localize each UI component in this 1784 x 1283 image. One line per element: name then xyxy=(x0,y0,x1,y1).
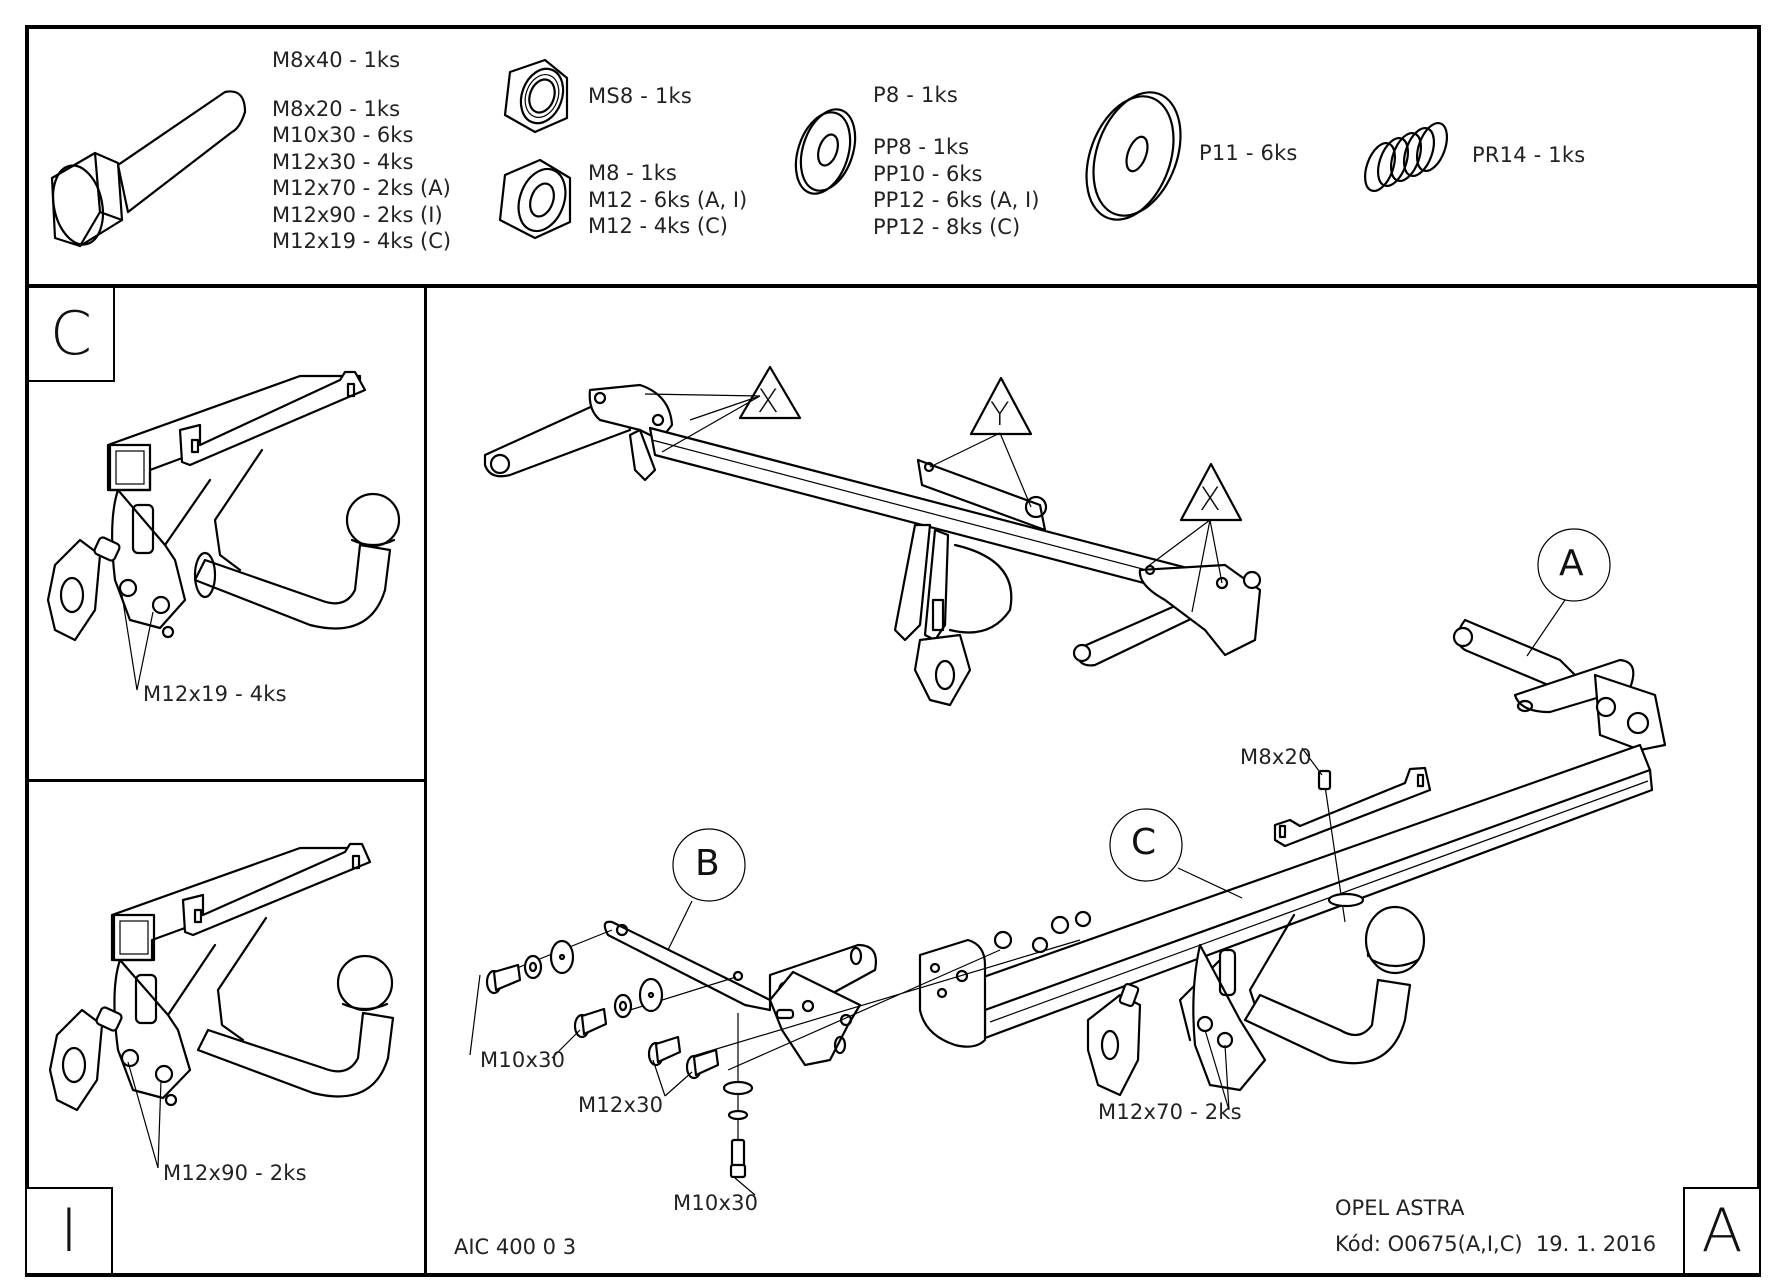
washer-list: PP8 - 1ks PP10 - 6ks PP12 - 6ks (A, I) P… xyxy=(873,134,1039,240)
view-i-label: I xyxy=(60,1196,78,1266)
callout-c-letter: C xyxy=(1131,822,1157,863)
m12x30-callout: M12x30 xyxy=(578,1093,664,1117)
view-c-drawing xyxy=(46,370,401,691)
bolt-item: M8x20 - 1ks xyxy=(272,96,401,121)
washer-item: PP10 - 6ks xyxy=(873,161,983,186)
view-i-label-box: I xyxy=(27,1187,113,1273)
m10x30-bottom-callout: M10x30 xyxy=(673,1191,759,1215)
drawing-number: AIC 400 0 3 xyxy=(454,1235,577,1259)
view-c-label-box: C xyxy=(27,286,115,382)
triangle-marker-x-left xyxy=(738,365,802,420)
tow-hitch-c-illustration xyxy=(46,370,401,642)
view-c-label: C xyxy=(50,299,92,369)
lock-nut-label: MS8 - 1ks xyxy=(588,84,693,108)
marker-leaders xyxy=(644,393,1223,613)
large-washer-icon xyxy=(1085,91,1182,221)
view-c-leader xyxy=(121,594,154,691)
callout-b-letter: B xyxy=(695,843,720,884)
washer-icon xyxy=(794,108,857,195)
m12x70-callout: M12x70 - 2ks xyxy=(1098,1100,1242,1124)
nut-list: M8 - 1ks M12 - 6ks (A, I) M12 - 4ks (C) xyxy=(588,160,747,240)
assembled-towbar xyxy=(483,383,1262,707)
triangle-marker-x-right xyxy=(1179,462,1243,522)
m8x20-callout: M8x20 xyxy=(1240,745,1312,769)
code-and-date: Kód: O0675(A,I,C) 19. 1. 2016 xyxy=(1335,1232,1657,1256)
tow-hitch-assembly xyxy=(993,905,1426,1097)
lock-nut-icon xyxy=(503,58,569,134)
m10x30-left-callout: M10x30 xyxy=(480,1048,566,1072)
view-i-bolt-callout: M12x90 - 2ks xyxy=(163,1161,307,1185)
main-tube-c xyxy=(918,743,1654,1048)
bolt-item: M12x30 - 4ks xyxy=(272,149,414,174)
vehicle-name: OPEL ASTRA xyxy=(1335,1196,1465,1220)
bolt-list: M8x40 - 1ks M8x20 - 1ks M10x30 - 6ks M12… xyxy=(272,47,451,255)
view-a-label: A xyxy=(1701,1196,1743,1266)
washer-p8-label: P8 - 1ks xyxy=(873,83,959,107)
nut-item: M12 - 4ks (C) xyxy=(588,214,728,238)
m8x20-leader xyxy=(1301,747,1323,776)
bolt-icon xyxy=(50,90,247,248)
bolt-item: M12x19 - 4ks (C) xyxy=(272,229,452,253)
nut-item: M12 - 6ks (A, I) xyxy=(588,187,748,212)
hex-nut-icon xyxy=(498,158,572,240)
view-c-bolt-callout: M12x19 - 4ks xyxy=(143,682,287,706)
callout-circle-c xyxy=(1109,808,1243,899)
drawing-frame xyxy=(25,25,1761,1277)
bracket-a xyxy=(1452,618,1667,752)
m12x30-leader xyxy=(652,1059,693,1097)
callout-circle-b xyxy=(667,828,746,951)
mounting-strip xyxy=(1273,766,1432,848)
marker-x-right-letter: X xyxy=(1199,480,1221,518)
large-washer-label: P11 - 6ks xyxy=(1199,141,1298,165)
spring-icon xyxy=(1363,121,1449,193)
m10x30-bottom-leader xyxy=(734,1177,756,1196)
callout-a-letter: A xyxy=(1559,543,1584,584)
callout-circle-a xyxy=(1526,528,1611,657)
view-c-i-divider xyxy=(25,779,426,782)
fasteners-b xyxy=(485,929,1081,1179)
bolt-item: M12x70 - 2ks (A) xyxy=(272,176,451,200)
spring-label: PR14 - 1ks xyxy=(1472,143,1586,167)
marker-y-letter: Y xyxy=(990,395,1010,433)
nut-item: M8 - 1ks xyxy=(588,161,677,185)
parts-icons xyxy=(50,58,1449,248)
view-i-drawing xyxy=(48,842,395,1169)
m10x30-mid-leader xyxy=(551,1029,581,1059)
m12x70-leader xyxy=(1204,1029,1230,1111)
washer-item: PP8 - 1ks xyxy=(873,135,970,159)
m10x30-left-leader xyxy=(469,974,481,1056)
view-a-label-box: A xyxy=(1683,1187,1759,1273)
bolt-item: M12x90 - 2ks (I) xyxy=(272,202,443,227)
washer-item: PP12 - 6ks (A, I) xyxy=(873,188,1040,212)
marker-x-left-letter: X xyxy=(757,382,779,420)
bolt-item: M8x40 - 1ks xyxy=(272,48,401,72)
parts-divider xyxy=(25,284,1759,288)
view-i-leader xyxy=(127,1061,162,1169)
tow-hitch-i-illustration xyxy=(48,842,395,1112)
washer-item: PP12 - 8ks (C) xyxy=(873,214,1021,239)
bolt-item: M10x30 - 6ks xyxy=(272,123,414,147)
